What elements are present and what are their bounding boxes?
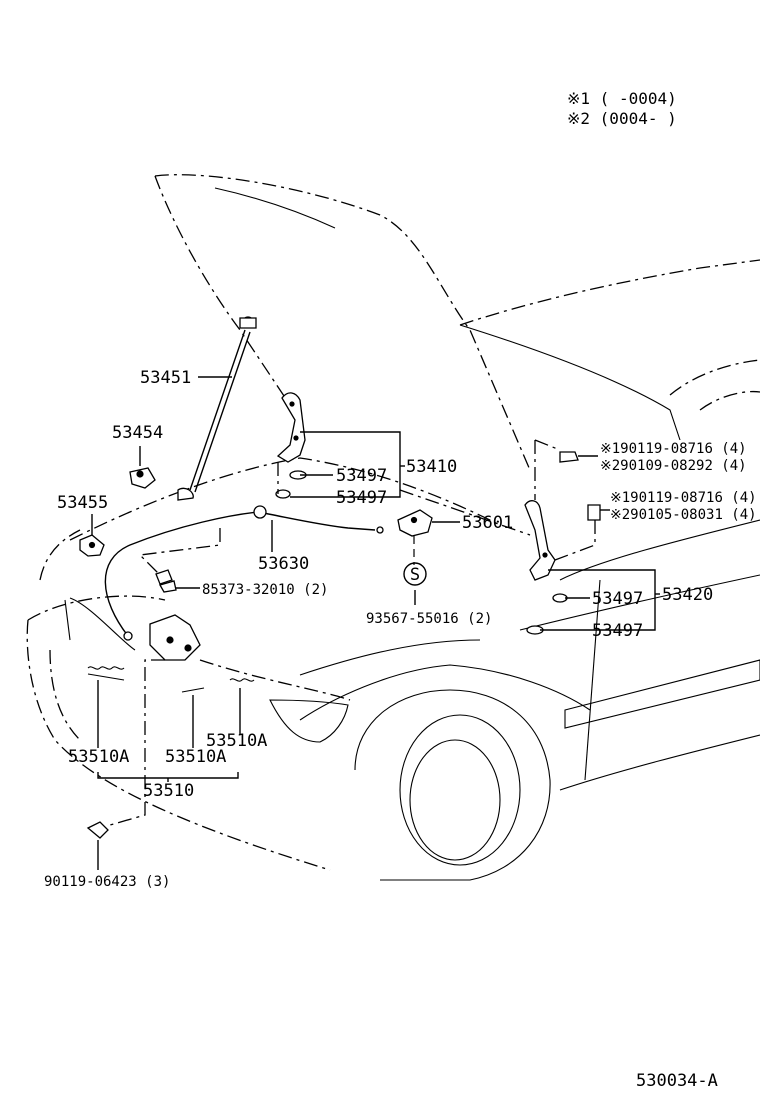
hood-lock-53510 xyxy=(149,614,201,661)
hood-hinge-right xyxy=(524,500,568,635)
leader-lines xyxy=(91,376,660,870)
label-53510A-mid: 53510A xyxy=(165,747,226,767)
s-symbol: S xyxy=(403,562,427,586)
label-53510A-right: 53510A xyxy=(206,731,267,751)
label-bolt2-b: ※290105-08031 (4) xyxy=(610,507,757,523)
springs-53510A xyxy=(87,666,255,693)
hood-lock-53601 xyxy=(397,509,433,537)
note-1: ※1 ( -0004) xyxy=(567,89,677,108)
label-53630: 53630 xyxy=(258,554,309,574)
holder-53455 xyxy=(79,534,105,557)
label-53510A-left: 53510A xyxy=(68,747,129,767)
label-53497-b: 53497 xyxy=(336,488,387,508)
label-bolt1-b: ※290109-08292 (4) xyxy=(600,458,747,474)
label-bolt1-a: ※190119-08716 (4) xyxy=(600,441,747,457)
cable-clips xyxy=(155,569,177,593)
label-53420: 53420 xyxy=(662,585,713,605)
label-85373: 85373-32010 (2) xyxy=(202,582,328,598)
note-2: ※2 (0004- ) xyxy=(567,109,677,128)
label-53497-d: 53497 xyxy=(592,621,643,641)
label-53510: 53510 xyxy=(143,781,194,801)
label-bolt2-a: ※190119-08716 (4) xyxy=(610,490,757,506)
figure-id: 530034-A xyxy=(636,1071,718,1091)
grommet-53454 xyxy=(129,467,156,489)
hood-support-rod xyxy=(177,316,257,501)
bolts-right xyxy=(559,451,601,521)
label-53454: 53454 xyxy=(112,423,163,443)
release-cable xyxy=(104,505,384,641)
bolt-90119 xyxy=(86,821,109,839)
label-90119: 90119-06423 (3) xyxy=(44,874,170,890)
label-53497-c: 53497 xyxy=(592,589,643,609)
label-53451: 53451 xyxy=(140,368,191,388)
hood-hinge-left xyxy=(275,392,307,499)
label-53497-a: 53497 xyxy=(336,466,387,486)
label-93567: 93567-55016 (2) xyxy=(366,611,492,627)
label-53601: 53601 xyxy=(462,513,513,533)
label-53455: 53455 xyxy=(57,493,108,513)
label-53410: 53410 xyxy=(406,457,457,477)
car-body xyxy=(26,174,760,881)
s-symbol-text: S xyxy=(410,565,420,585)
